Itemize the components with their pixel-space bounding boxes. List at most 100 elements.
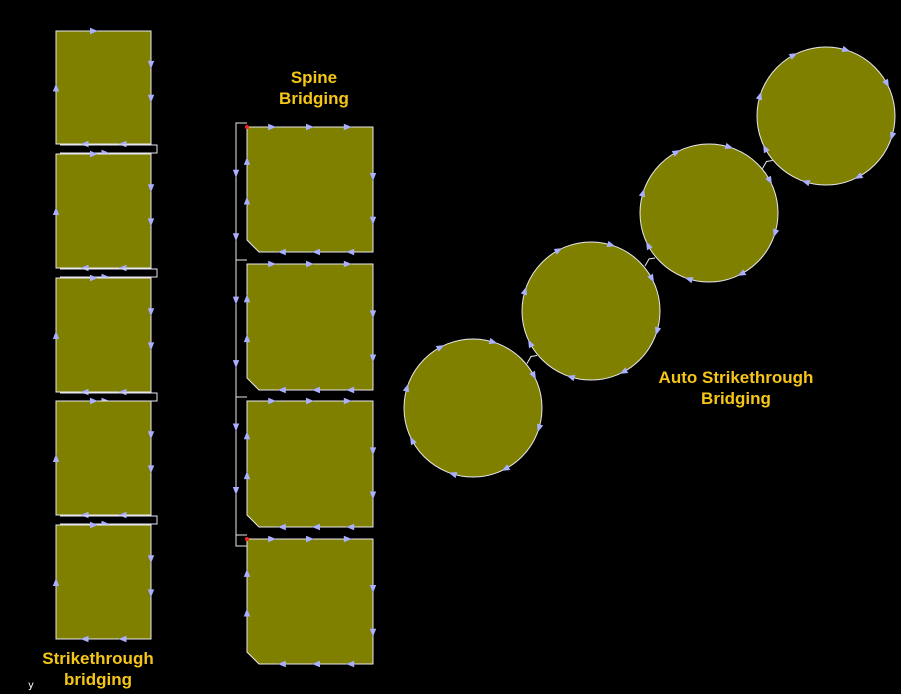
direction-arrow (147, 431, 155, 440)
direction-arrow (147, 308, 155, 317)
direction-arrow (268, 123, 277, 131)
circle-arrow (841, 45, 851, 52)
axis-y-marker: y (28, 680, 34, 691)
spine-pad (246, 126, 374, 253)
direction-arrow (243, 196, 251, 205)
strikethrough-bridge (60, 144, 158, 154)
strikethrough-pad (55, 524, 152, 640)
direction-arrow (277, 386, 286, 394)
direction-arrow (147, 589, 155, 598)
circle-arrow (435, 345, 445, 352)
direction-arrow (52, 207, 60, 215)
spine-bridging-label: Spine Bridging (266, 67, 362, 109)
direction-arrow (80, 511, 89, 519)
direction-arrow (306, 397, 314, 405)
direction-arrow (147, 465, 155, 474)
circle-arrow (528, 339, 535, 349)
direction-arrow (118, 264, 127, 272)
direction-arrow (312, 660, 320, 668)
auto-strikethrough-bridging-label: Auto Strikethrough Bridging (646, 367, 826, 409)
auto-strikethrough-label-line2: Bridging (701, 389, 771, 408)
start-marker (245, 537, 249, 541)
direction-arrow (369, 585, 377, 593)
direction-arrow (277, 523, 286, 531)
direction-arrow (118, 388, 127, 396)
direction-arrow (52, 83, 60, 92)
direction-arrow (243, 156, 251, 165)
circle-arrow (773, 228, 780, 238)
direction-arrow (243, 471, 251, 480)
spine-arrow (232, 487, 240, 496)
direction-arrow (147, 184, 155, 193)
direction-arrow (312, 248, 320, 256)
circle-arrow (671, 150, 681, 157)
strikethrough-bridge (60, 515, 158, 525)
direction-arrow (346, 248, 355, 256)
direction-arrow (90, 274, 98, 282)
direction-arrow (243, 334, 251, 343)
direction-arrow (80, 388, 89, 396)
spine-label-line2: Bridging (279, 89, 349, 108)
strikethrough-pad (55, 30, 152, 145)
auto-strikethrough-pad (756, 46, 896, 186)
spine-arrow (232, 169, 240, 178)
circle-arrow (755, 91, 762, 101)
strikethrough-bridge (60, 392, 158, 402)
circle-arrow (488, 337, 498, 344)
circle-arrow (529, 370, 536, 380)
direction-arrow (90, 27, 98, 35)
direction-arrow (343, 397, 352, 405)
circle-arrow (788, 53, 798, 60)
circle-arrow (537, 423, 544, 433)
direction-arrow (147, 60, 155, 69)
direction-arrow (369, 173, 377, 181)
direction-arrow (147, 218, 155, 227)
circle-arrow (553, 248, 563, 255)
direction-arrow (90, 150, 98, 158)
circle-arrow (402, 383, 409, 393)
direction-arrow (369, 354, 377, 363)
direction-arrow (52, 454, 60, 462)
direction-arrow (118, 635, 127, 643)
circle-arrow (655, 326, 662, 336)
strikethrough-label-line2: bridging (64, 670, 132, 689)
strikethrough-label-line1: Strikethrough (42, 649, 154, 668)
auto-strikethrough-pad (403, 338, 543, 478)
direction-arrow (52, 331, 60, 339)
direction-arrow (268, 260, 277, 268)
direction-arrow (147, 555, 155, 564)
auto-strikethrough-label-line1: Auto Strikethrough (658, 368, 814, 387)
circle-arrow (854, 172, 864, 179)
start-marker (245, 125, 249, 129)
strikethrough-bridge (60, 268, 158, 278)
circle-arrow (501, 464, 511, 471)
direction-arrow (243, 294, 251, 303)
circle-arrow (890, 131, 897, 141)
circle-arrow (765, 175, 772, 185)
strikethrough-pad (55, 153, 152, 269)
direction-arrow (80, 635, 89, 643)
spine-arrow (232, 360, 240, 369)
circle-arrow (646, 241, 653, 251)
direction-arrow (90, 521, 98, 529)
direction-arrow (243, 608, 251, 617)
direction-arrow (306, 535, 314, 543)
spine-arrow (232, 296, 240, 305)
direction-arrow (268, 397, 277, 405)
direction-arrow (147, 94, 155, 103)
direction-arrow (343, 535, 352, 543)
direction-arrow (243, 431, 251, 440)
direction-arrow (346, 660, 355, 668)
spine-pad (246, 400, 374, 528)
circle-arrow (647, 273, 654, 283)
circle-arrow (520, 286, 527, 296)
direction-arrow (343, 123, 352, 131)
circle-arrow (448, 472, 458, 479)
direction-arrow (369, 491, 377, 500)
direction-arrow (346, 386, 355, 394)
direction-arrow (80, 264, 89, 272)
direction-arrow (80, 140, 89, 148)
direction-arrow (52, 578, 60, 586)
strikethrough-bridging-label: Strikethrough bridging (36, 648, 160, 690)
spine-pad (246, 538, 374, 665)
